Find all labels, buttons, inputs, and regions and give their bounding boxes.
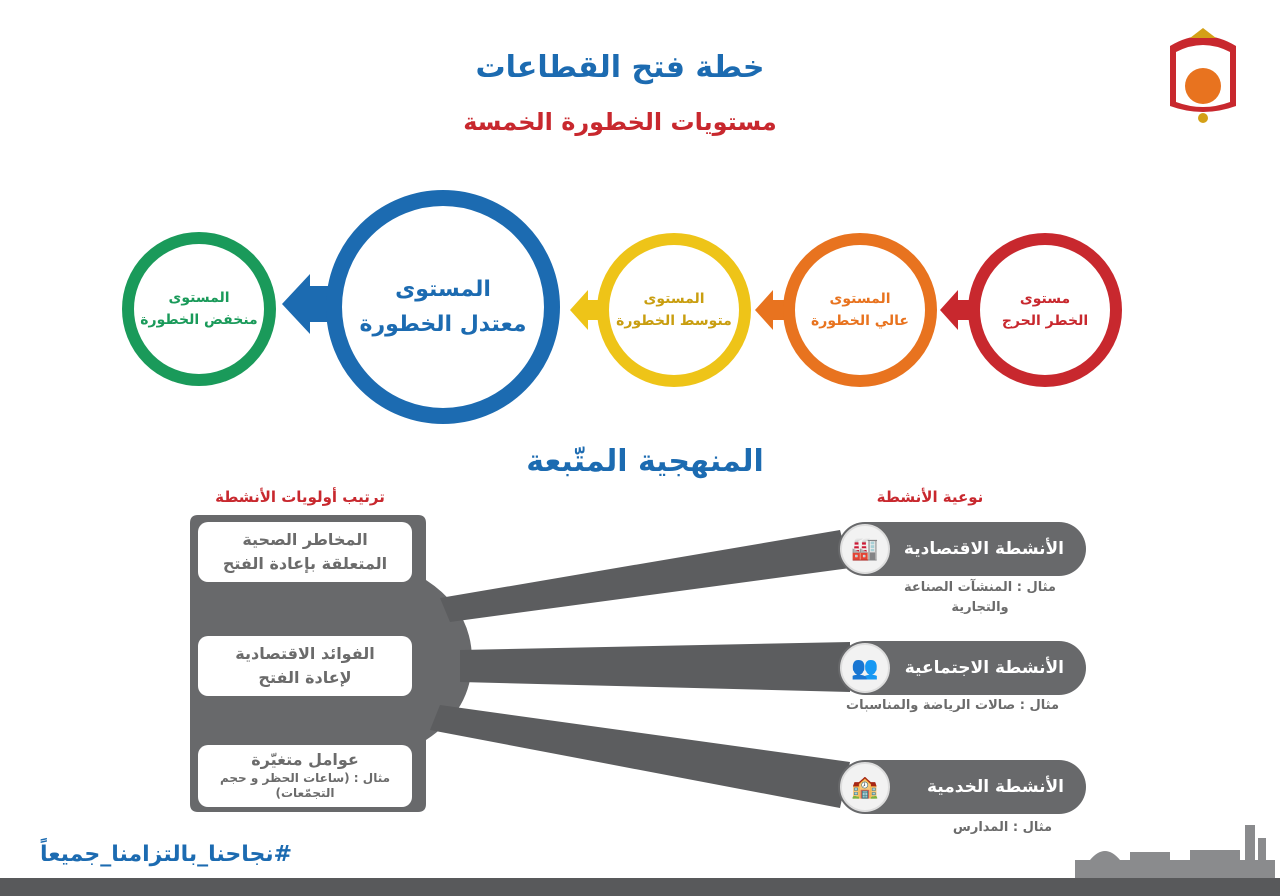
type-example: مثال : المدارس — [952, 820, 1053, 835]
type-example: مثال : صالات الرياضة والمناسبات — [846, 698, 1059, 713]
level-label: عالي الخطورة — [811, 313, 909, 329]
priority-text: المخاطر الصحية — [242, 530, 368, 549]
page-title: خطة فتح القطاعات — [475, 50, 765, 85]
level-arrows — [282, 274, 975, 334]
types-heading: نوعية الأنشطة — [876, 488, 984, 506]
economy-icon: 🏭 — [840, 524, 890, 574]
type-label: الأنشطة الاقتصادية — [903, 539, 1064, 559]
level-label: الخطر الحرج — [1001, 313, 1089, 329]
skyline-icon — [1075, 825, 1275, 878]
level-label: منخفض الخطورة — [140, 312, 258, 328]
arrow-icon — [755, 290, 790, 330]
level-label: معتدل الخطورة — [359, 312, 527, 337]
type-label: الأنشطة الخدمية — [926, 777, 1064, 797]
type-social: الأنشطة الاجتماعية 👥 — [838, 641, 1086, 695]
arrow-icon — [570, 290, 605, 330]
priority-example: مثال : (ساعات الحظر و حجم التجمّعات) — [219, 770, 391, 801]
priority-text: الفوائد الاقتصادية — [235, 644, 375, 663]
school-icon: 🏫 — [840, 762, 890, 812]
arrow-icon — [940, 290, 975, 330]
page-subtitle: مستويات الخطورة الخمسة — [463, 108, 777, 136]
priority-health-risks: المخاطر الصحية المتعلقة بإعادة الفتح — [198, 522, 412, 582]
hashtag: #نجاحنا_بالتزامنا_جميعاً — [40, 842, 293, 867]
level-label: المستوى — [168, 289, 230, 306]
priority-text: عوامل متغيّرة — [251, 750, 359, 769]
methodology-title: المنهجية المتّبعة — [526, 444, 764, 479]
priority-text: المتعلقة بإعادة الفتح — [222, 554, 388, 573]
type-example: مثال : المنشآت الصناعة والتجارية — [904, 580, 1056, 615]
type-services: الأنشطة الخدمية 🏫 — [838, 760, 1086, 814]
jordan-emblem-icon — [1162, 26, 1244, 126]
priorities-heading: ترتيب أولويات الأنشطة — [215, 488, 385, 506]
level-label: متوسط الخطورة — [616, 313, 732, 329]
type-economic: الأنشطة الاقتصادية 🏭 — [838, 522, 1086, 576]
arrow-icon — [282, 274, 335, 334]
level-label: المستوى — [643, 290, 705, 307]
level-label: المستوى — [829, 290, 891, 307]
priority-text: لإعادة الفتح — [258, 668, 352, 687]
level-label: المستوى — [395, 276, 491, 302]
type-label: الأنشطة الاجتماعية — [904, 658, 1064, 678]
priority-economic-benefits: الفوائد الاقتصادية لإعادة الفتح — [198, 636, 412, 696]
footer-bar — [0, 878, 1280, 896]
social-icon: 👥 — [840, 643, 890, 693]
level-label: مستوى — [1019, 290, 1071, 307]
